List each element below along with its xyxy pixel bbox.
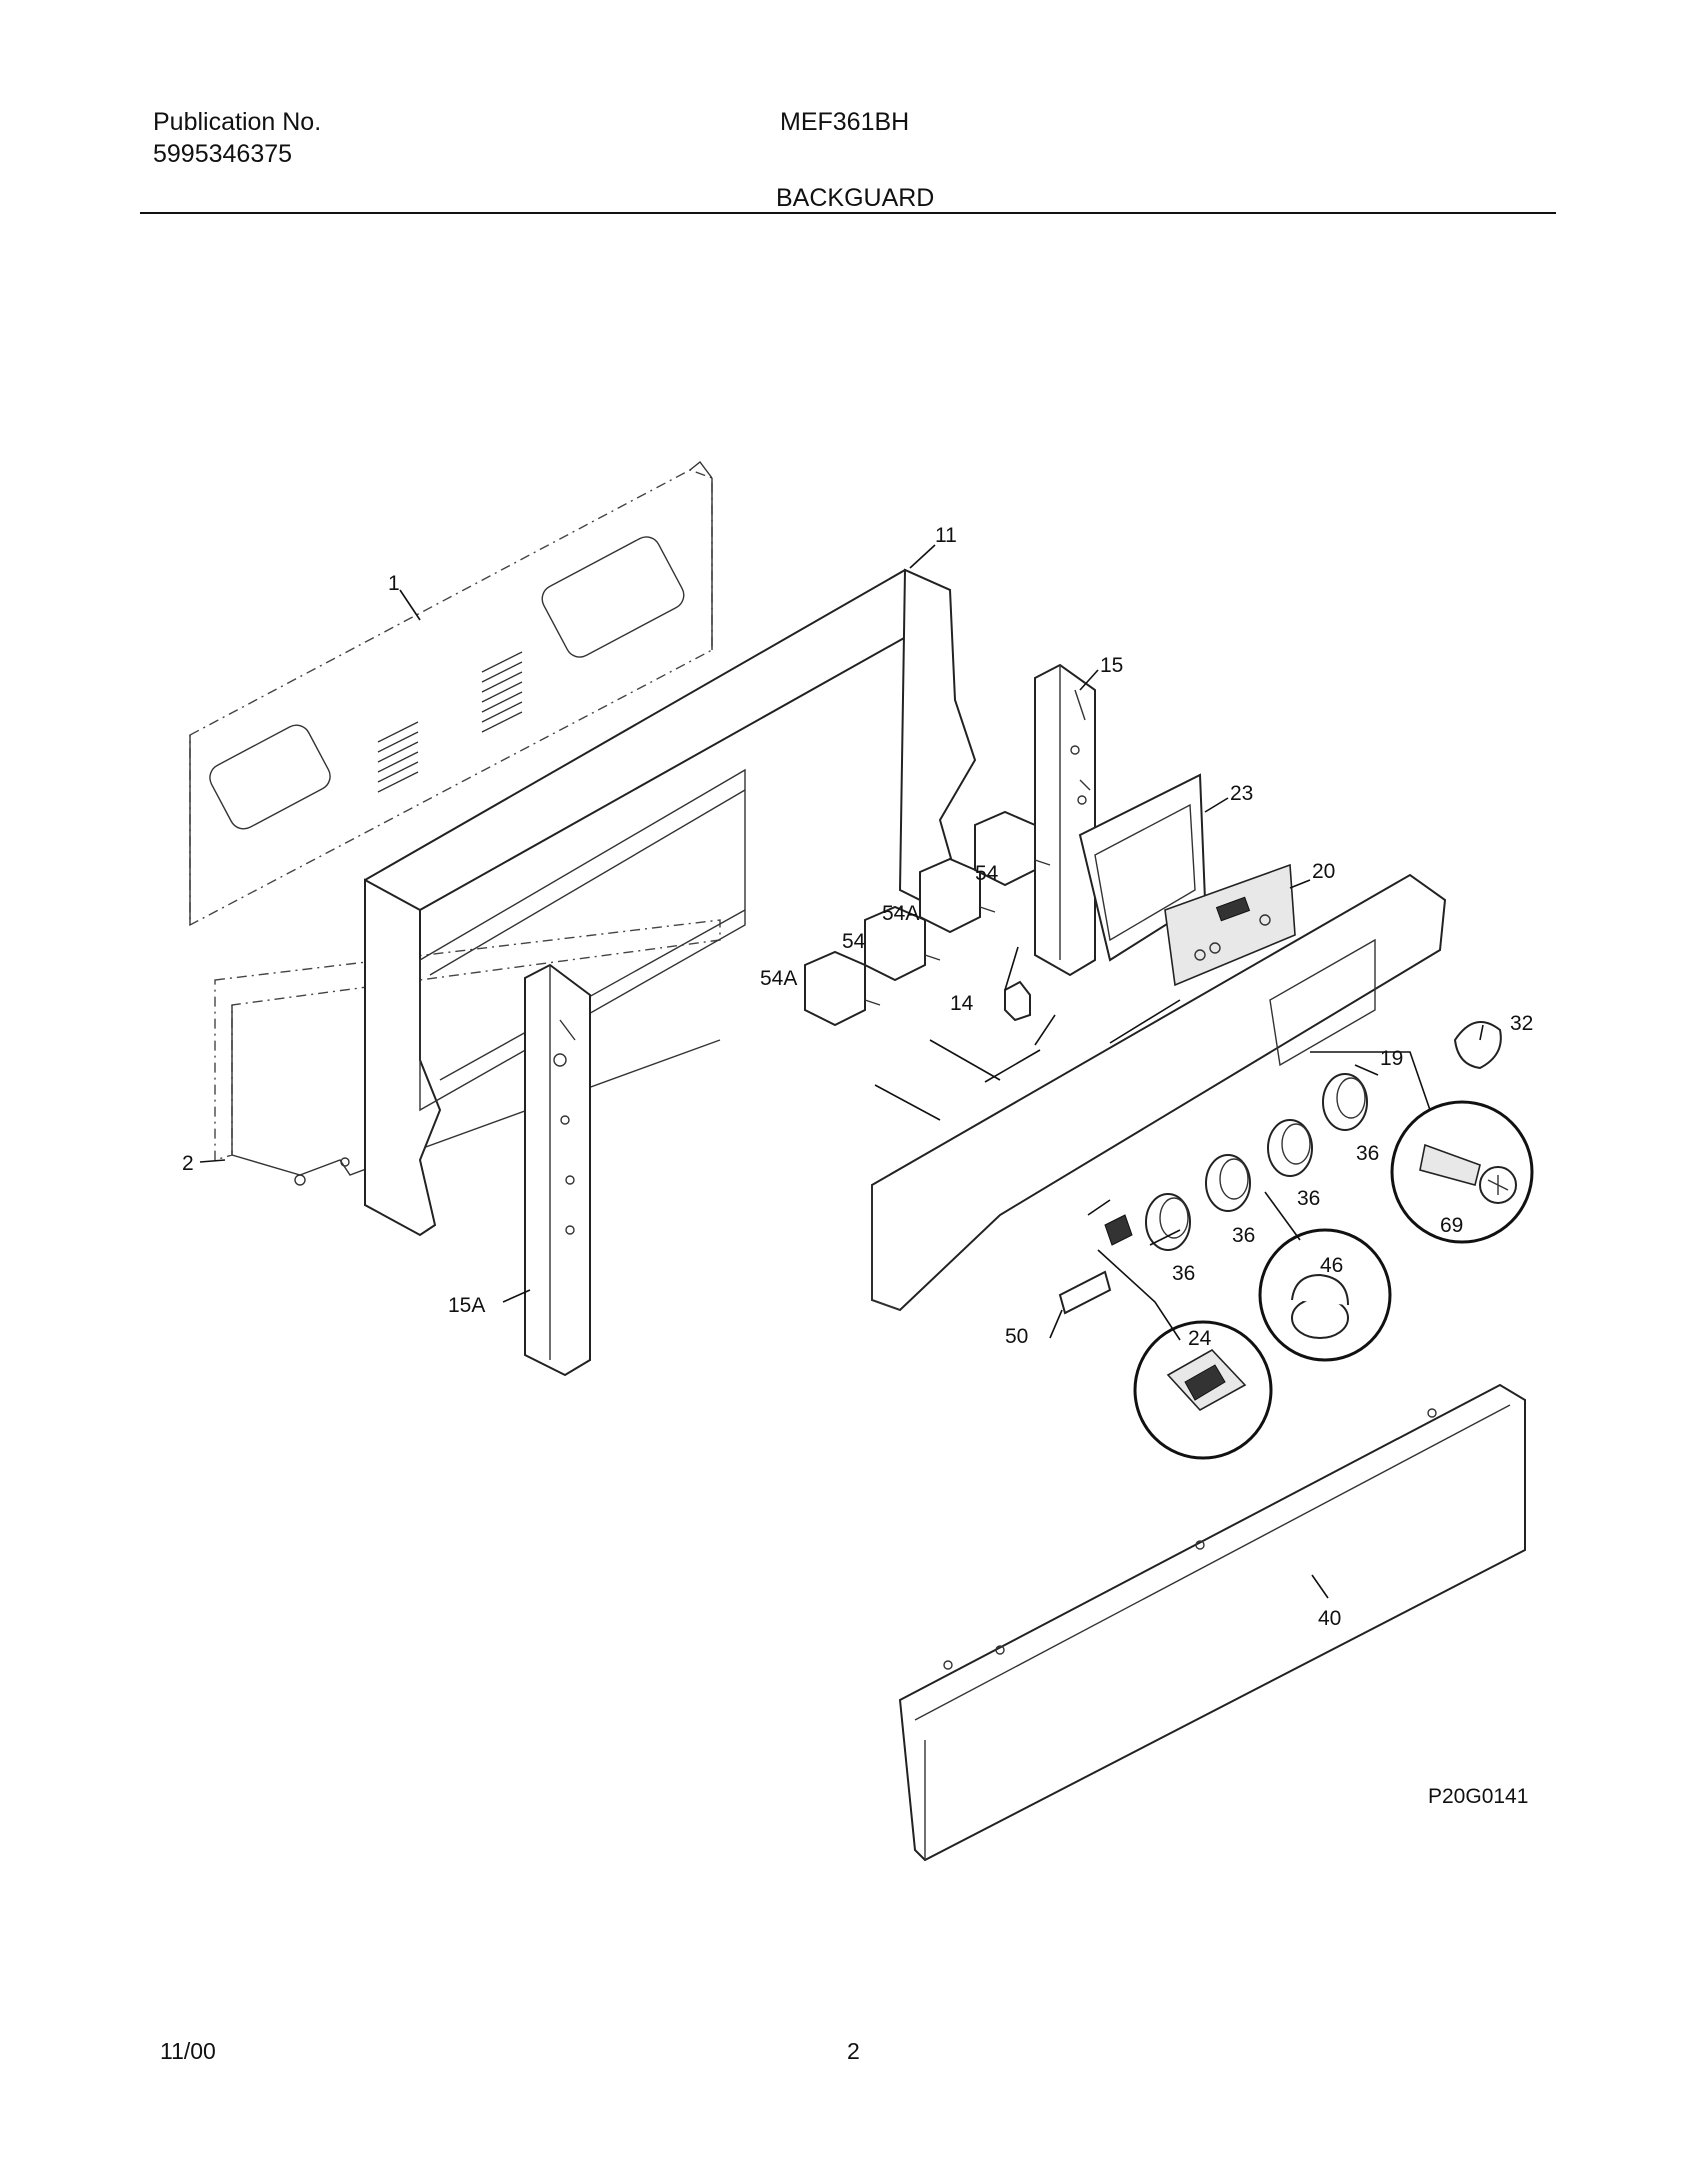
callout-54a-b: 54A xyxy=(882,902,919,925)
part-15-right-bracket xyxy=(1034,663,1096,977)
part-24-50-switch-and-handle xyxy=(1058,1214,1133,1315)
callout-36-a: 36 xyxy=(1172,1262,1195,1285)
model-number: MEF361BH xyxy=(780,108,910,136)
detail-circle-69-screw xyxy=(1390,1100,1534,1244)
callout-labels: 1 2 11 14 15 15A 19 20 23 24 32 36 36 36… xyxy=(182,524,1533,1808)
callout-14: 14 xyxy=(950,992,974,1015)
part-15a-left-bracket xyxy=(524,963,591,1377)
callout-2: 2 xyxy=(182,1152,194,1175)
part-20-clock-timer xyxy=(1164,863,1296,987)
detail-circle-24-rocker xyxy=(1133,1320,1273,1460)
callout-20: 20 xyxy=(1312,860,1335,883)
callout-19: 19 xyxy=(1380,1047,1403,1070)
callout-46: 46 xyxy=(1320,1254,1343,1277)
callout-15: 15 xyxy=(1100,654,1123,677)
callout-69: 69 xyxy=(1440,1214,1463,1237)
publication-date: 11/00 xyxy=(160,2038,216,2064)
drawing-code: P20G0141 xyxy=(1428,1785,1528,1808)
callout-50: 50 xyxy=(1005,1325,1028,1348)
callout-36-d: 36 xyxy=(1356,1142,1379,1165)
callout-15a: 15A xyxy=(448,1294,485,1317)
callout-36-c: 36 xyxy=(1297,1187,1320,1210)
detail-circle-46-button xyxy=(1258,1228,1392,1362)
callout-11: 11 xyxy=(935,524,957,547)
part-36-knobs xyxy=(1145,1073,1368,1251)
callout-1: 1 xyxy=(388,572,400,595)
part-32-end-cap xyxy=(1453,1021,1502,1070)
callout-24: 24 xyxy=(1188,1327,1212,1350)
part-2-lower-bracket xyxy=(214,919,721,1186)
part-1-rear-panel xyxy=(189,461,713,927)
header-rule xyxy=(140,212,1556,214)
part-11-backguard-frame xyxy=(364,568,977,1237)
callout-36-b: 36 xyxy=(1232,1224,1255,1247)
callout-40: 40 xyxy=(1318,1607,1341,1630)
page-number: 2 xyxy=(847,2038,860,2064)
callout-54a-a: 54A xyxy=(760,967,797,990)
publication-number: 5995346375 xyxy=(153,140,293,168)
part-54-54a-switches xyxy=(804,810,1051,1027)
callout-54-b: 54 xyxy=(975,862,999,885)
part-1-vent-slots xyxy=(377,651,523,793)
publication-label: Publication No. xyxy=(153,108,322,136)
part-40-lower-trim xyxy=(898,1383,1526,1862)
part-19-control-panel xyxy=(871,873,1447,1312)
leader-lines xyxy=(199,544,1484,1599)
callout-32: 32 xyxy=(1510,1012,1533,1035)
section-title: BACKGUARD xyxy=(776,184,935,212)
callout-23: 23 xyxy=(1230,782,1253,805)
callout-54-a: 54 xyxy=(842,930,866,953)
